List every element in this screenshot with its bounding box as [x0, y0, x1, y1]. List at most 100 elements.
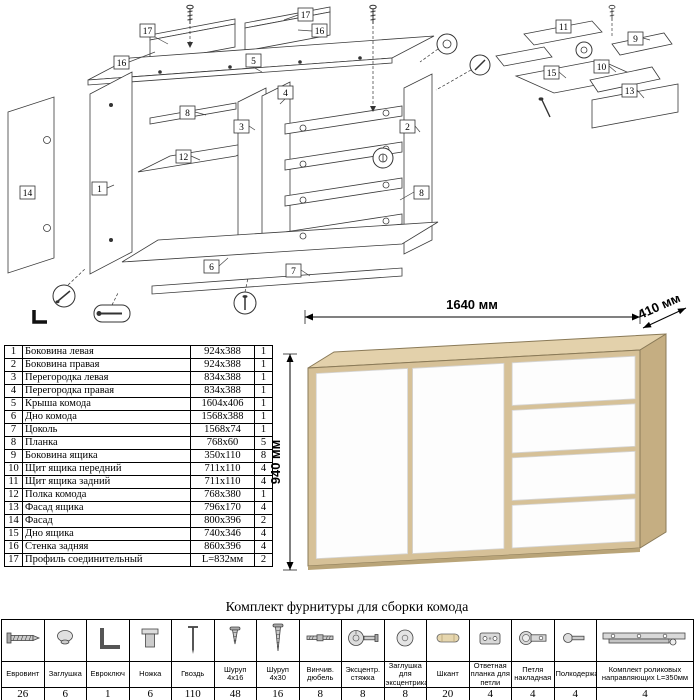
hw-item-qty: 1 [86, 686, 130, 700]
hardware-kit-table: Евровинт Заглушка Евроключ Ножка Гвоздь … [1, 619, 694, 700]
part-size: 796x170 [190, 501, 255, 515]
hw-item-qty: 6 [128, 686, 172, 700]
part-drawer-front-shield [589, 66, 661, 93]
callout: 9 [627, 31, 651, 46]
screw-guides [186, 4, 377, 112]
part-number: 2 [4, 358, 23, 372]
hw-item-name: Шуруп 4х16 [213, 661, 257, 688]
hw-icon-cell [86, 619, 130, 662]
detail-bubbles [32, 33, 491, 324]
part-number: 12 [4, 488, 23, 502]
part-bottom-panel [121, 221, 439, 263]
hw-item-qty: 8 [298, 686, 342, 700]
hw-item-name: Винчив. дюбель [298, 661, 342, 688]
hw-icon-cell [1, 619, 45, 662]
drawer-exploded-view [495, 4, 679, 129]
part-drawer-side-left [495, 46, 553, 67]
svg-text:11: 11 [559, 23, 568, 33]
hw-item-qty: 4 [553, 686, 597, 700]
hw-icon-cell [511, 619, 555, 662]
detail-circle-drawer [575, 41, 593, 59]
hw-item-name: Комплект роликовых направляющих L=350мм [596, 661, 694, 688]
callout: 3 [233, 119, 256, 134]
part-number: 13 [4, 501, 23, 515]
nail-icon [187, 626, 198, 654]
hw-item-name: Заглушка для эксцентрика [383, 661, 427, 688]
callout: 16 [297, 23, 328, 38]
callout: 11 [555, 19, 572, 34]
part-name: Крыша комода [22, 397, 191, 411]
hw-item-qty: 20 [426, 686, 470, 700]
hw-item-name: Полкодержатель [553, 661, 597, 688]
hw-item-qty: 4 [596, 686, 694, 700]
part-drawer-plank-3 [284, 177, 403, 207]
part-door-detached [7, 96, 55, 274]
part-number: 6 [4, 410, 23, 424]
svg-text:10: 10 [597, 63, 607, 73]
eccentric-cam-icon [347, 630, 379, 646]
part-name: Боковина ящика [22, 449, 191, 463]
part-name: Цоколь [22, 423, 191, 437]
hw-item-name: Шкант [426, 661, 470, 688]
part-size: 711x110 [190, 462, 255, 476]
screw-4x16-icon [229, 626, 241, 645]
part-qty: 1 [254, 384, 273, 398]
part-size: 834x388 [190, 384, 255, 398]
svg-text:15: 15 [547, 69, 557, 79]
svg-text:12: 12 [179, 153, 189, 163]
callout: 1 [91, 181, 115, 196]
hw-item-name: Эксцентр. стяжка [341, 661, 385, 688]
part-qty: 5 [254, 436, 273, 450]
shelf-support-icon [563, 633, 585, 643]
wood-dowel-icon [436, 633, 460, 643]
part-size: 1568x388 [190, 410, 255, 424]
part-size: 834x388 [190, 371, 255, 385]
svg-text:17: 17 [143, 27, 153, 37]
part-name: Щит ящика передний [22, 462, 191, 476]
part-qty: 1 [254, 488, 273, 502]
part-number: 9 [4, 449, 23, 463]
part-size: 924x388 [190, 358, 255, 372]
part-qty: 4 [254, 475, 273, 489]
part-name: Фасад [22, 514, 191, 528]
hardware-kit-title: Комплект фурнитуры для сборки комода [225, 600, 469, 615]
hw-item-qty: 48 [213, 686, 257, 700]
eccentric-cap-icon [396, 629, 414, 647]
hw-item-name: Заглушка [43, 661, 87, 688]
finished-dresser-render: 1640 мм 410 мм 940 мм [270, 296, 687, 571]
hinge-icon [518, 631, 547, 645]
part-number: 11 [4, 475, 23, 489]
leg-icon [141, 628, 159, 648]
part-name: Боковина правая [22, 358, 191, 372]
fixing-holes [43, 56, 390, 242]
dresser-base-edge [308, 548, 640, 570]
part-qty: 4 [254, 462, 273, 476]
part-number: 14 [4, 514, 23, 528]
hw-item-name: Евровинт [1, 661, 45, 688]
svg-text:16: 16 [117, 59, 127, 69]
dim-depth-label: 410 мм [636, 296, 683, 322]
hw-icon-cell [341, 619, 385, 662]
part-name: Дно комода [22, 410, 191, 424]
diagram-callouts: 17 16 5 16 17 8 [19, 7, 651, 278]
dim-width-label: 1640 мм [446, 297, 498, 312]
part-size: 740x346 [190, 527, 255, 541]
hw-item-qty: 8 [341, 686, 385, 700]
part-drawer-plank-2 [284, 141, 403, 171]
svg-text:5: 5 [251, 57, 256, 67]
hw-icon-cell [43, 619, 87, 662]
screw-icon [369, 4, 377, 24]
callout: 16 [113, 51, 156, 70]
svg-text:3: 3 [239, 123, 244, 133]
part-qty: 1 [254, 423, 273, 437]
part-left-side-panel [89, 71, 133, 275]
